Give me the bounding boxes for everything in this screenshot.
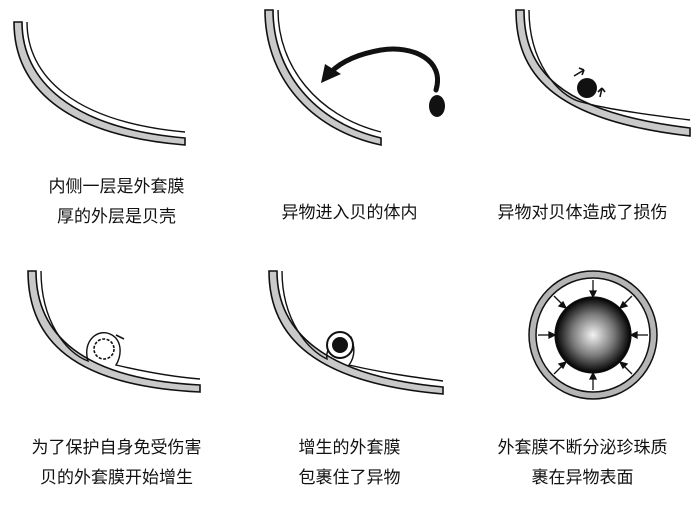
shell-layer bbox=[515, 9, 691, 137]
damage-arrows-icon bbox=[573, 67, 606, 98]
arrow-head bbox=[321, 64, 341, 83]
stage-4-caption-line-2: 贝的外套膜开始增生 bbox=[40, 468, 193, 488]
foreign-body-icon bbox=[332, 337, 348, 353]
mantle-layer bbox=[281, 270, 444, 382]
stage-1-caption-line-1: 内侧一层是外套膜 bbox=[48, 177, 185, 197]
stage-6-caption-line-1: 外套膜不断分泌珍珠质 bbox=[497, 438, 668, 458]
damage-diagram bbox=[515, 9, 691, 137]
mantle-layer bbox=[277, 9, 382, 133]
stage-4-panel: 为了保护自身免受伤害 贝的外套膜开始增生 bbox=[0, 261, 233, 522]
stage-3-panel: 异物对贝体造成了损伤 bbox=[466, 0, 699, 261]
pearl-formation-diagram bbox=[528, 270, 658, 400]
foreign-body-entry-diagram bbox=[264, 9, 445, 146]
stage-6-panel: 外套膜不断分泌珍珠质 裹在异物表面 bbox=[466, 261, 699, 522]
arrow-icon bbox=[328, 46, 441, 93]
stage-5-caption-line-2: 包裹住了异物 bbox=[298, 468, 401, 488]
foreign-body-icon bbox=[577, 78, 597, 98]
stage-5-caption-line-1: 增生的外套膜 bbox=[298, 438, 401, 458]
stage-6-caption-line-2: 裹在异物表面 bbox=[531, 468, 634, 488]
enveloping-diagram bbox=[268, 270, 444, 395]
foreign-body-icon bbox=[429, 95, 445, 117]
stage-1-panel: 内侧一层是外套膜 厚的外层是贝壳 bbox=[0, 0, 233, 261]
stage-2-panel: 异物进入贝的体内 bbox=[233, 0, 466, 261]
stage-2-caption-line-1: 异物进入贝的体内 bbox=[281, 203, 418, 223]
stage-3-caption-line-1: 异物对贝体造成了损伤 bbox=[497, 203, 668, 223]
shell-layer bbox=[27, 270, 201, 393]
stage-4-caption-line-1: 为了保护自身免受伤害 bbox=[31, 438, 202, 458]
mantle-layer bbox=[26, 21, 186, 133]
nacre-arrows-icon bbox=[538, 280, 648, 390]
shell-layer bbox=[264, 9, 382, 146]
mantle-layer bbox=[528, 9, 691, 121]
shell-layer bbox=[13, 21, 186, 146]
stage-5-panel: 增生的外套膜 包裹住了异物 bbox=[233, 261, 466, 522]
mantle-growth-diagram bbox=[27, 270, 201, 393]
stage-1-caption-line-2: 厚的外层是贝壳 bbox=[57, 207, 176, 227]
growth-arrow-icon bbox=[115, 334, 125, 340]
shell-mantle-diagram bbox=[13, 21, 186, 146]
mantle-layer bbox=[40, 270, 201, 380]
foreign-body-icon bbox=[93, 338, 115, 360]
shell-layer bbox=[268, 270, 444, 395]
